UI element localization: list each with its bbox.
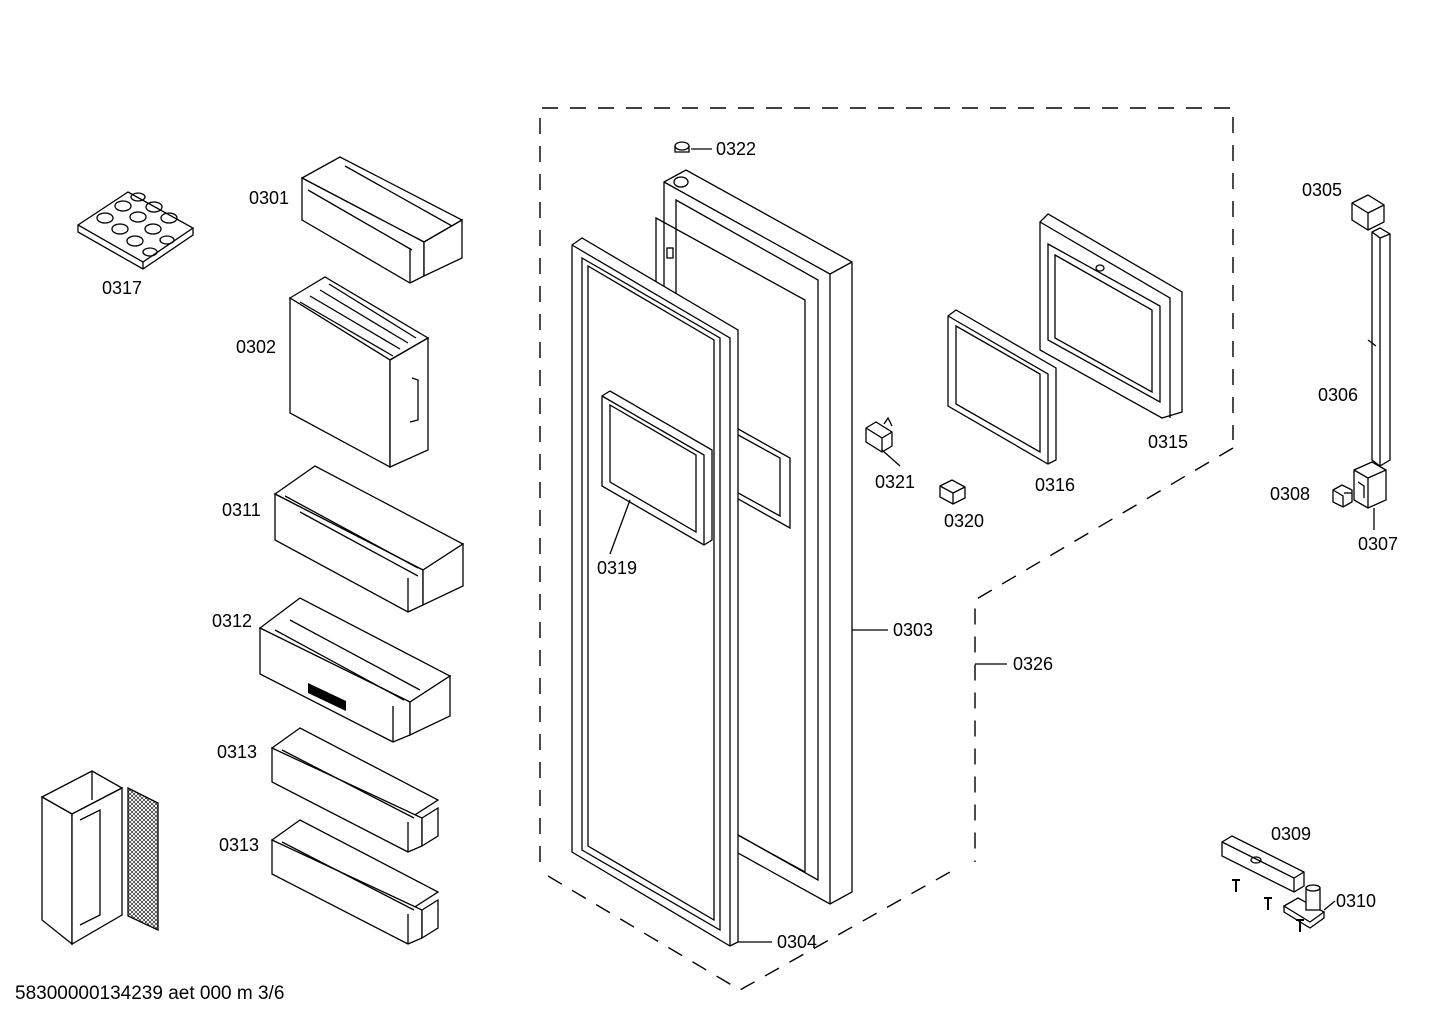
part-0312-door-bin	[258, 597, 452, 743]
part-0302-dairy-compartment	[288, 276, 430, 469]
part-0316-panel	[947, 309, 1057, 465]
part-0313-door-bin-lower	[270, 819, 440, 945]
label-0309: 0309	[1271, 824, 1311, 844]
assembly-boundary	[539, 107, 1234, 991]
label-0313-lower: 0313	[219, 835, 259, 855]
label-0320: 0320	[944, 511, 984, 531]
part-0315-cover	[1039, 213, 1183, 419]
label-0317: 0317	[102, 278, 142, 298]
screw-icon	[1232, 879, 1304, 932]
part-0309-hinge-bracket	[1221, 835, 1305, 893]
part-0311-door-bin	[273, 465, 465, 613]
label-0308: 0308	[1270, 484, 1310, 504]
label-0322: 0322	[716, 139, 756, 159]
drawing-reference: 58300000134239 aet 000 m 3/6	[15, 983, 284, 1004]
part-labels: 0301 0302 0303 0304 0305 0306 0307 0308 …	[102, 139, 1398, 952]
label-0311: 0311	[222, 500, 261, 520]
part-0320-button	[939, 479, 966, 505]
label-0315: 0315	[1148, 432, 1188, 452]
part-0307-hinge	[1353, 461, 1387, 509]
part-0322-cap	[674, 141, 690, 153]
part-0301-butter-compartment	[300, 156, 464, 284]
part-0317-egg-tray	[76, 191, 195, 270]
part-0321-clip	[865, 416, 893, 453]
part-0305-hinge-cover	[1351, 194, 1385, 231]
label-0316: 0316	[1035, 475, 1075, 495]
label-0313-upper: 0313	[217, 742, 257, 762]
part-0304-door-gasket	[571, 237, 739, 947]
label-0305: 0305	[1302, 180, 1342, 200]
label-0310: 0310	[1336, 891, 1376, 911]
label-0307: 0307	[1358, 534, 1398, 554]
label-0302: 0302	[236, 337, 276, 357]
leader-lines	[609, 148, 1377, 943]
part-0306-handle	[1371, 227, 1391, 467]
label-0321: 0321	[875, 472, 915, 492]
label-0304: 0304	[777, 932, 817, 952]
filter-mesh	[127, 786, 159, 932]
part-0310-hinge-pin	[1282, 884, 1326, 929]
part-0313-door-bin-upper	[270, 727, 440, 853]
filter-housing	[40, 770, 124, 946]
label-0303: 0303	[893, 620, 933, 640]
label-0326: 0326	[1013, 654, 1053, 674]
label-0312: 0312	[212, 611, 252, 631]
label-0319: 0319	[597, 558, 637, 578]
part-0308-bushing	[1332, 484, 1353, 508]
label-0306: 0306	[1318, 385, 1358, 405]
part-0319-dispenser-frame	[601, 390, 713, 546]
label-0301: 0301	[249, 188, 289, 208]
